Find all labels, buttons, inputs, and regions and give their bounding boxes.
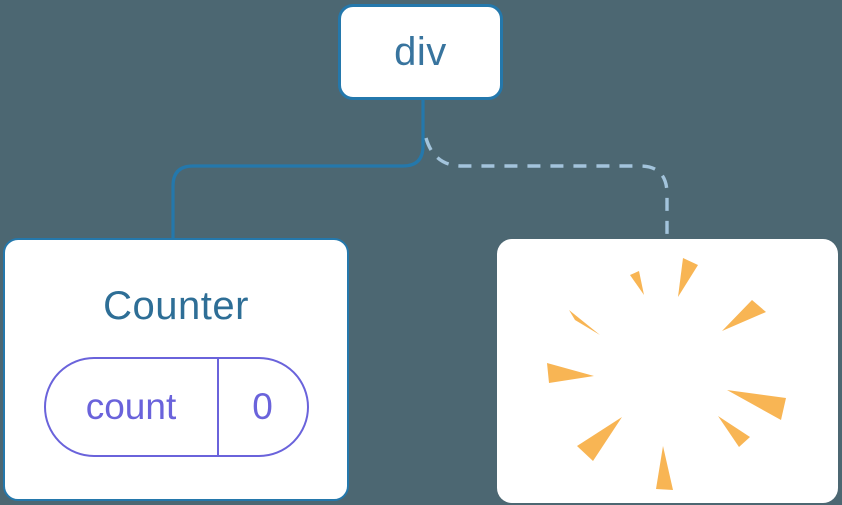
tree-node-counter: Counter count 0 — [3, 238, 349, 501]
counter-node-title: Counter — [103, 284, 249, 328]
root-node-label: div — [394, 29, 447, 74]
connector-solid-line — [171, 100, 425, 238]
tree-node-root: div — [338, 4, 503, 100]
state-pill-key-cell: count — [46, 359, 219, 455]
state-key-label: count — [85, 386, 177, 427]
poof-starburst-icon — [547, 258, 786, 490]
state-value-label: 0 — [252, 386, 273, 427]
state-pill-value-cell: 0 — [219, 359, 307, 455]
state-pill: count 0 — [43, 357, 309, 457]
connector-dashed-line — [424, 137, 669, 237]
tree-node-removed — [497, 239, 838, 503]
